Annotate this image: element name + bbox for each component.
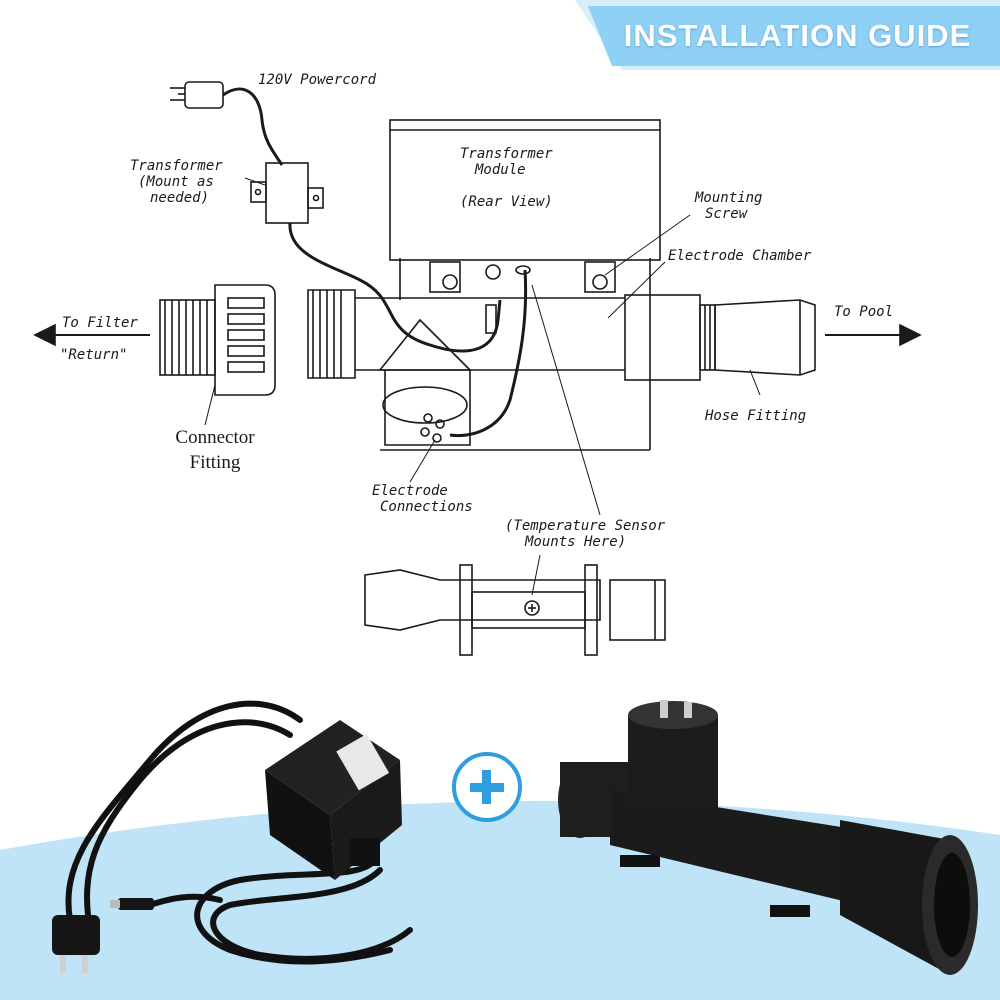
main-pipe (307, 289, 816, 451)
label-module-1: Transformer (460, 146, 553, 162)
label-mounting-2: Screw (705, 206, 748, 222)
label-module-2: Module (475, 162, 526, 178)
label-to-filter: To Filter (62, 315, 138, 331)
label-temp-1: (Temperature Sensor (505, 518, 666, 534)
banner-title: INSTALLATION GUIDE (623, 18, 972, 53)
dc-plug-image (118, 898, 154, 910)
sensor-pipe-diagram (364, 564, 666, 656)
label-mounting-1: Mounting (695, 190, 763, 206)
label-temp-2: Mounts Here) (525, 534, 627, 550)
label-module-3: (Rear View) (460, 194, 553, 210)
label-transformer-3: needed) (150, 190, 210, 206)
label-powercord: 120V Powercord (258, 72, 377, 88)
transformer-module (389, 119, 661, 300)
label-return: "Return" (60, 347, 128, 363)
connector-fitting (159, 284, 276, 396)
label-electrode-conn-2: Connections (380, 499, 473, 515)
plug-image (52, 915, 100, 973)
label-to-pool: To Pool (834, 304, 894, 320)
transformer-image (265, 720, 402, 880)
label-hose-fitting: Hose Fitting (705, 408, 807, 424)
label-electrode-conn-1: Electrode (372, 483, 448, 499)
power-cord-image (65, 700, 413, 965)
plus-icon (452, 752, 522, 822)
label-connector-1: Connector (175, 427, 255, 448)
label-transformer-1: Transformer (130, 158, 223, 174)
chamber-image (558, 700, 978, 975)
label-connector-2: Fitting (189, 452, 241, 473)
label-transformer-2: (Mount as (138, 174, 214, 190)
label-electrode-chamber: Electrode Chamber (668, 248, 812, 264)
